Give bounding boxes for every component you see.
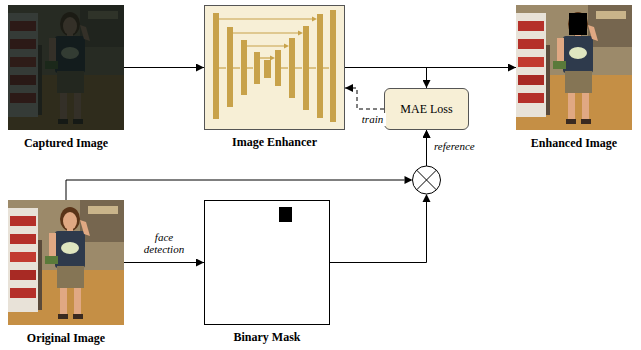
panel-caption: Image Enhancer [232, 135, 317, 150]
network-box: Image Enhancer [204, 5, 345, 130]
enhanced-photo [516, 5, 632, 130]
training-arrow [345, 88, 384, 109]
flow-arrow [124, 262, 204, 263]
panel-caption: Binary Mask [233, 330, 300, 345]
image-panel: Captured Image [8, 5, 124, 130]
flow-arrow [330, 130, 427, 263]
edge-label: face detection [138, 231, 190, 256]
multiply-symbol [405, 166, 441, 202]
box-text: MAE Loss [400, 102, 452, 117]
edge-label: train [359, 113, 386, 126]
image-panel: Original Image [8, 200, 124, 325]
binary-mask-figure [204, 200, 330, 325]
mask-panel: Binary Mask [204, 200, 330, 325]
flow-arrow [345, 68, 427, 89]
image-panel: Enhanced Image [516, 5, 632, 130]
panel-caption: Original Image [27, 331, 105, 346]
unet-illustration [204, 5, 345, 130]
captured-photo [8, 5, 124, 130]
edge-label: reference [433, 140, 476, 153]
loss-box: MAE Loss [384, 88, 469, 130]
flow-arrow [124, 67, 204, 68]
original-photo [8, 200, 124, 325]
panel-caption: Captured Image [24, 136, 108, 151]
panel-caption: Enhanced Image [531, 136, 617, 151]
flow-arrow [66, 130, 427, 200]
